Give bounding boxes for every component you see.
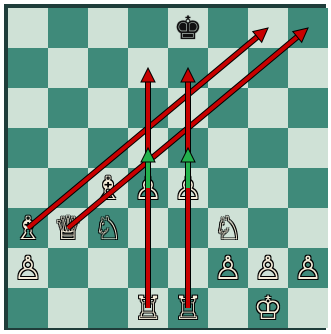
square-b6[interactable] (48, 88, 88, 128)
square-a6[interactable] (8, 88, 48, 128)
square-c1[interactable] (88, 288, 128, 328)
square-c8[interactable] (88, 8, 128, 48)
square-g2[interactable]: ♙ (248, 248, 288, 288)
square-g3[interactable] (248, 208, 288, 248)
square-e3[interactable] (168, 208, 208, 248)
white-pawn-g2[interactable]: ♙ (248, 248, 288, 288)
square-f4[interactable] (208, 168, 248, 208)
square-f8[interactable] (208, 8, 248, 48)
square-f7[interactable] (208, 48, 248, 88)
white-bishop-c4[interactable]: ♗ (88, 168, 128, 208)
square-a2[interactable]: ♙ (8, 248, 48, 288)
square-h4[interactable] (288, 168, 328, 208)
square-a7[interactable] (8, 48, 48, 88)
white-knight-f3[interactable]: ♘ (208, 208, 248, 248)
square-g5[interactable] (248, 128, 288, 168)
square-a4[interactable] (8, 168, 48, 208)
square-d2[interactable] (128, 248, 168, 288)
square-f3[interactable]: ♘ (208, 208, 248, 248)
square-h5[interactable] (288, 128, 328, 168)
square-h2[interactable]: ♙ (288, 248, 328, 288)
square-c5[interactable] (88, 128, 128, 168)
square-g6[interactable] (248, 88, 288, 128)
square-e1[interactable]: ♖ (168, 288, 208, 328)
square-c6[interactable] (88, 88, 128, 128)
square-d8[interactable] (128, 8, 168, 48)
white-rook-e1[interactable]: ♖ (168, 288, 208, 328)
square-d6[interactable] (128, 88, 168, 128)
square-a5[interactable] (8, 128, 48, 168)
white-bishop-a3[interactable]: ♗ (8, 208, 48, 248)
chessboard[interactable]: ♚♗♙♙♗♕♘♘♙♙♙♙♖♖♔ (8, 8, 328, 328)
square-d5[interactable] (128, 128, 168, 168)
square-b4[interactable] (48, 168, 88, 208)
square-a3[interactable]: ♗ (8, 208, 48, 248)
square-c3[interactable]: ♘ (88, 208, 128, 248)
square-e5[interactable] (168, 128, 208, 168)
square-f1[interactable] (208, 288, 248, 328)
square-b5[interactable] (48, 128, 88, 168)
white-pawn-e4[interactable]: ♙ (168, 168, 208, 208)
square-h1[interactable] (288, 288, 328, 328)
square-f6[interactable] (208, 88, 248, 128)
white-rook-d1[interactable]: ♖ (128, 288, 168, 328)
square-b8[interactable] (48, 8, 88, 48)
white-pawn-a2[interactable]: ♙ (8, 248, 48, 288)
square-g4[interactable] (248, 168, 288, 208)
square-d1[interactable]: ♖ (128, 288, 168, 328)
white-knight-c3[interactable]: ♘ (88, 208, 128, 248)
square-d3[interactable] (128, 208, 168, 248)
white-king-g1[interactable]: ♔ (248, 288, 288, 328)
square-h8[interactable] (288, 8, 328, 48)
white-pawn-f2[interactable]: ♙ (208, 248, 248, 288)
square-b2[interactable] (48, 248, 88, 288)
square-f2[interactable]: ♙ (208, 248, 248, 288)
white-pawn-h2[interactable]: ♙ (288, 248, 328, 288)
square-b1[interactable] (48, 288, 88, 328)
square-g8[interactable] (248, 8, 288, 48)
square-d7[interactable] (128, 48, 168, 88)
square-h6[interactable] (288, 88, 328, 128)
black-king-e8[interactable]: ♚ (168, 8, 208, 48)
square-h3[interactable] (288, 208, 328, 248)
square-f5[interactable] (208, 128, 248, 168)
square-a1[interactable] (8, 288, 48, 328)
square-e4[interactable]: ♙ (168, 168, 208, 208)
square-c2[interactable] (88, 248, 128, 288)
square-g7[interactable] (248, 48, 288, 88)
square-e8[interactable]: ♚ (168, 8, 208, 48)
square-d4[interactable]: ♙ (128, 168, 168, 208)
square-h7[interactable] (288, 48, 328, 88)
white-pawn-d4[interactable]: ♙ (128, 168, 168, 208)
white-queen-b3[interactable]: ♕ (48, 208, 88, 248)
square-b7[interactable] (48, 48, 88, 88)
square-c7[interactable] (88, 48, 128, 88)
square-e2[interactable] (168, 248, 208, 288)
square-e6[interactable] (168, 88, 208, 128)
square-c4[interactable]: ♗ (88, 168, 128, 208)
square-g1[interactable]: ♔ (248, 288, 288, 328)
square-e7[interactable] (168, 48, 208, 88)
square-a8[interactable] (8, 8, 48, 48)
square-b3[interactable]: ♕ (48, 208, 88, 248)
